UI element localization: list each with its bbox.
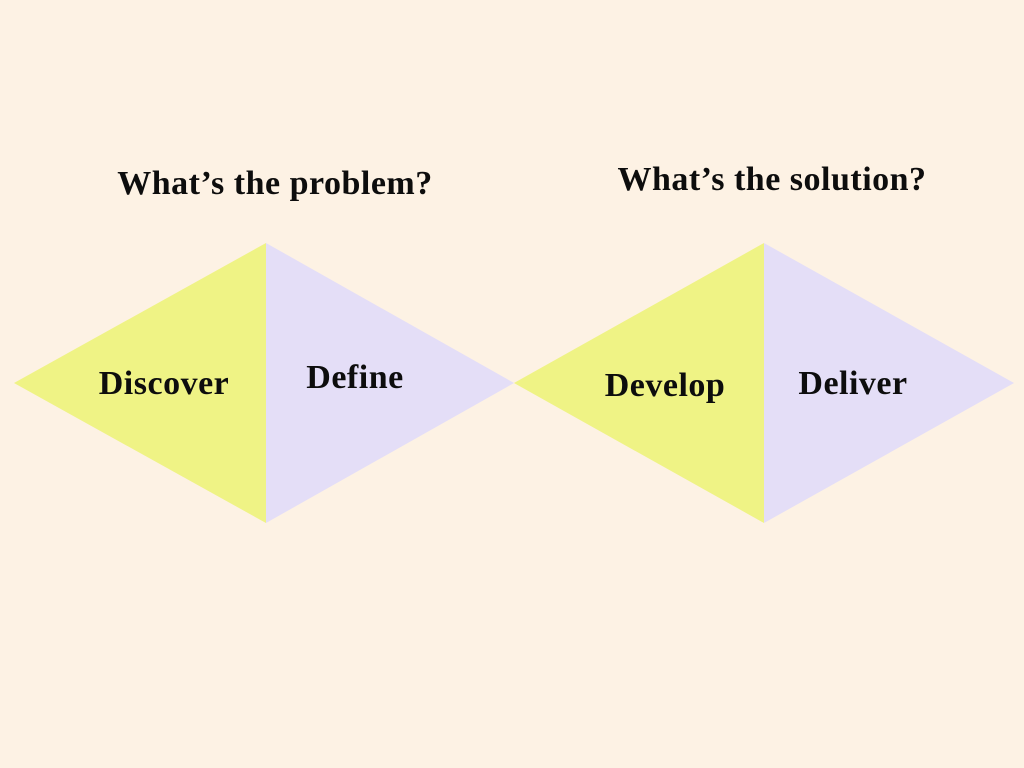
- deliver-phase-label: Deliver: [798, 365, 908, 402]
- discover-phase-label: Discover: [98, 365, 230, 402]
- define-triangle: [266, 243, 514, 523]
- solution-question-title: What’s the solution?: [617, 161, 927, 198]
- develop-phase-label: Develop: [604, 367, 726, 404]
- discover-triangle: [14, 243, 266, 523]
- define-phase-label: Define: [306, 359, 404, 396]
- deliver-triangle: [764, 243, 1014, 523]
- develop-triangle: [514, 243, 764, 523]
- problem-question-title: What’s the problem?: [117, 165, 433, 202]
